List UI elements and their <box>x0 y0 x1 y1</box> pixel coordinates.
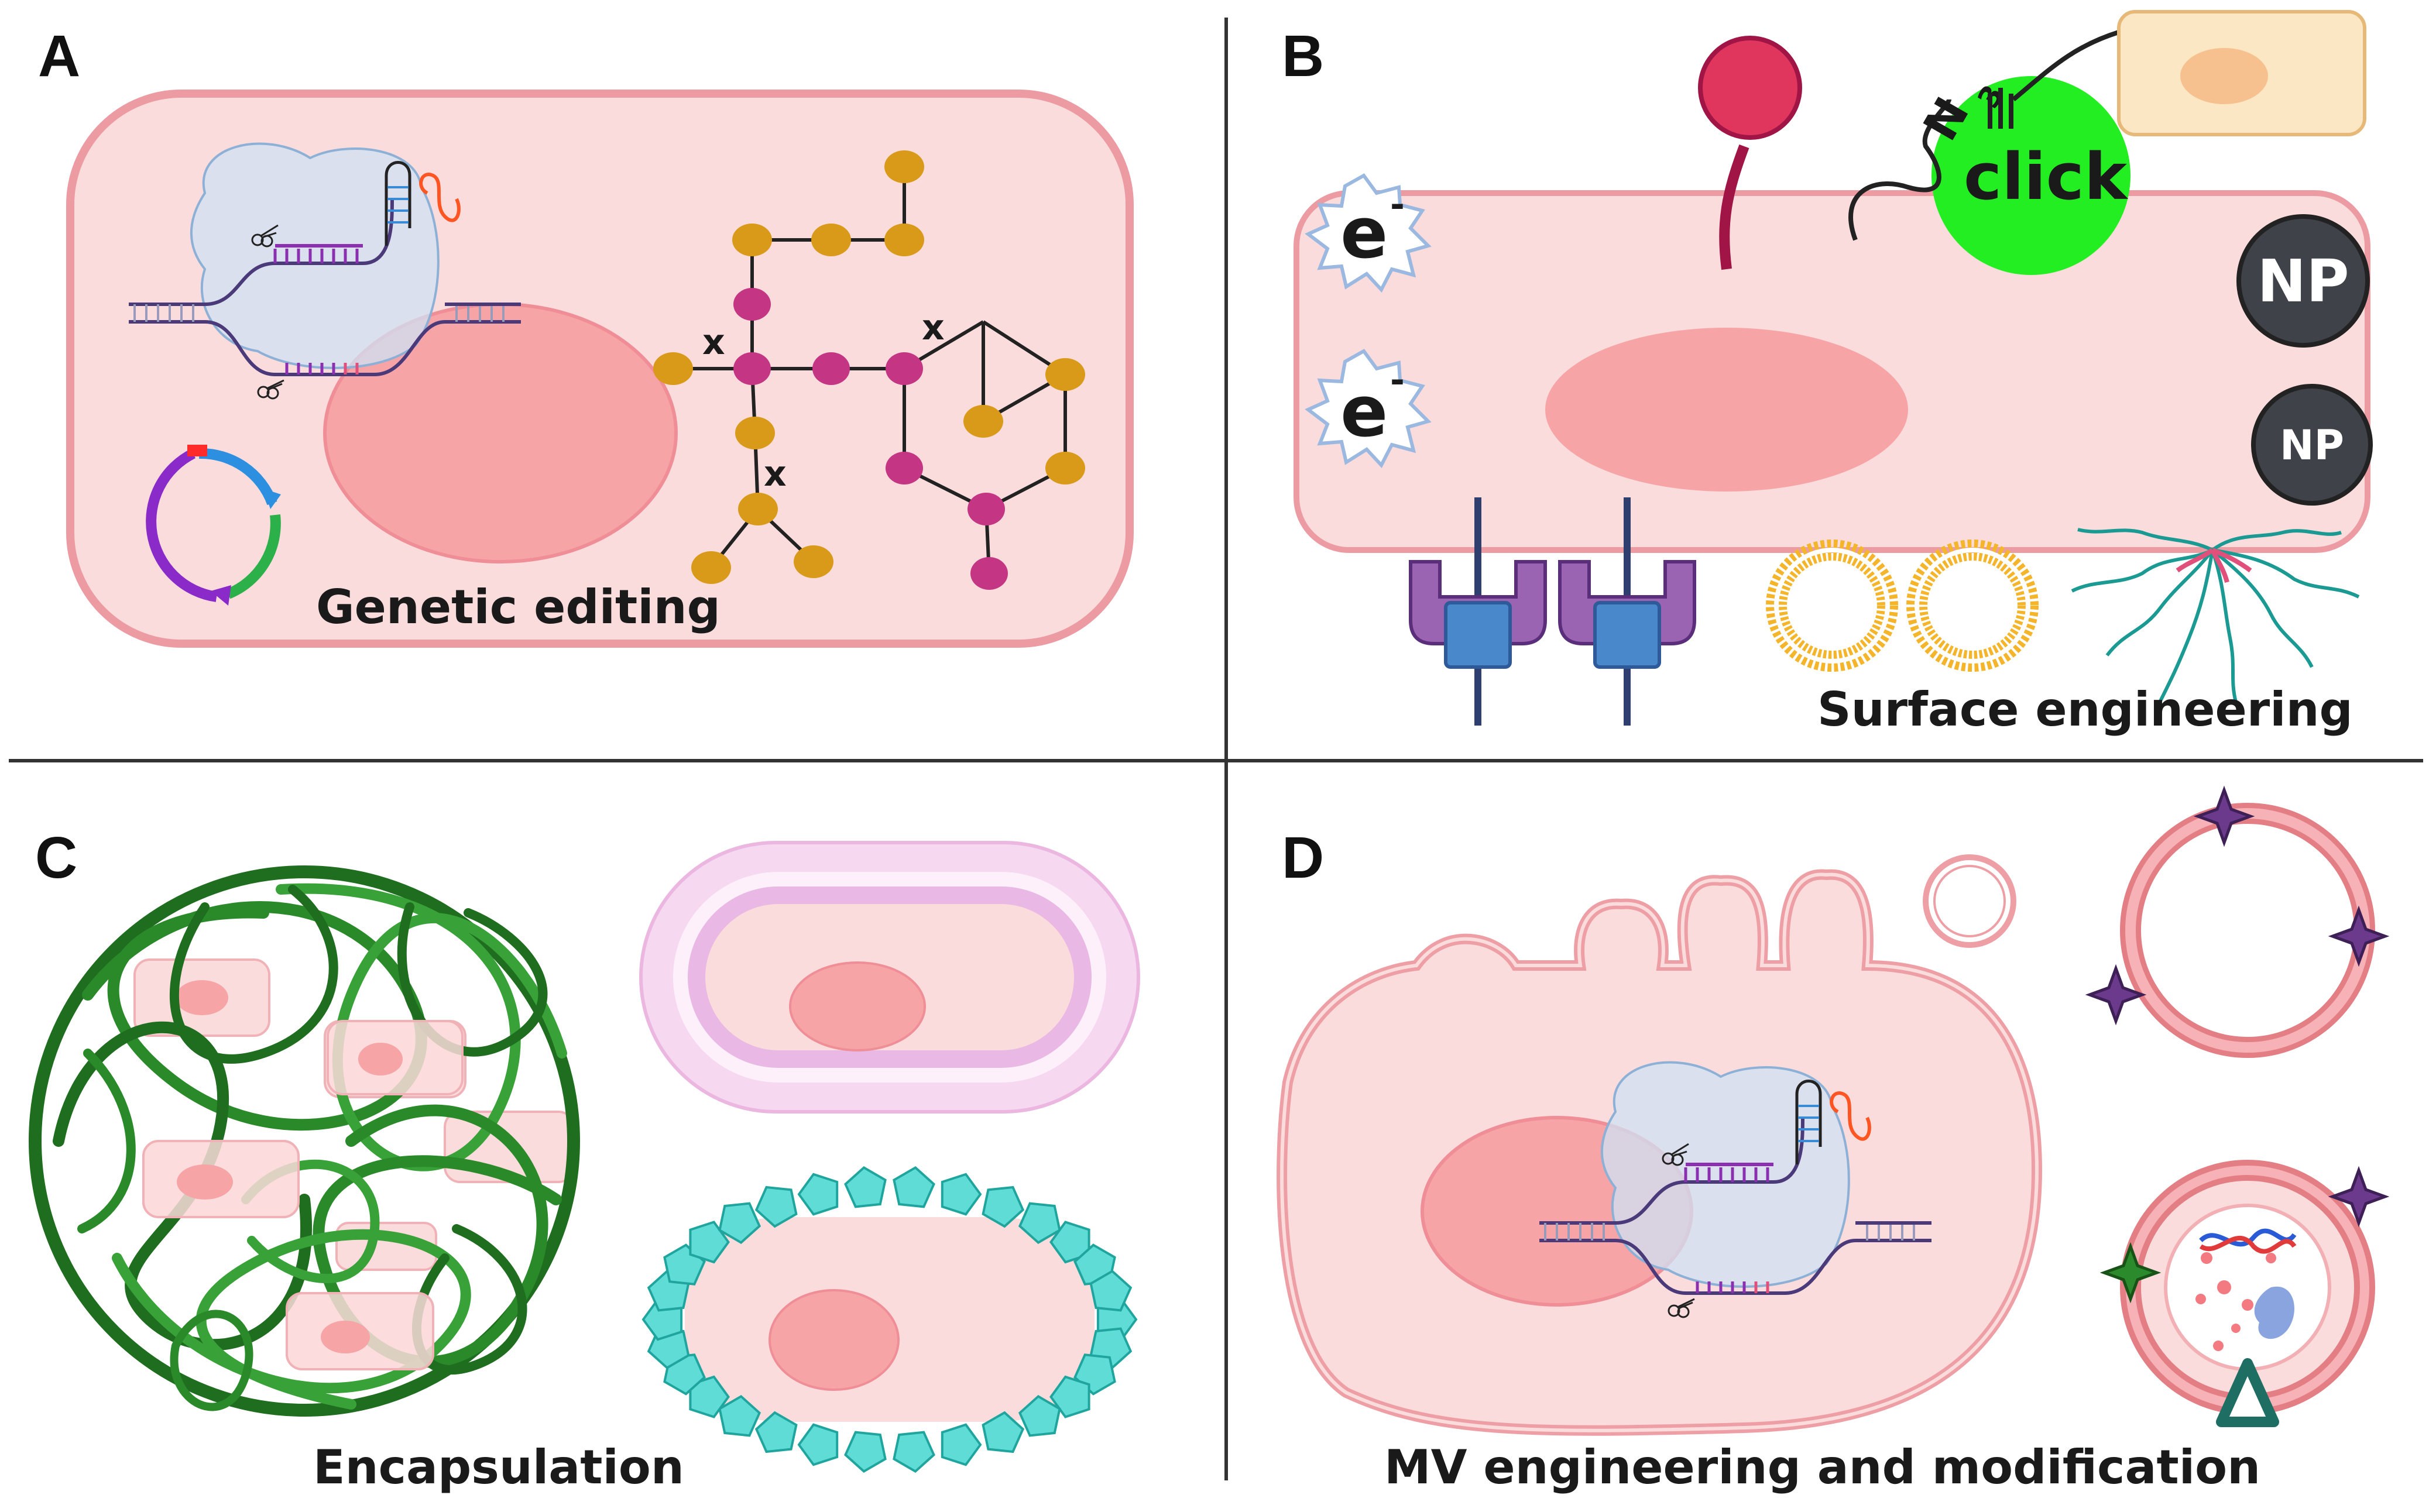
liposome-1-inner <box>1774 548 1890 664</box>
shell-hexagon <box>1018 1394 1061 1437</box>
click-linker <box>1848 98 1951 241</box>
shell-hexagon <box>982 1411 1025 1453</box>
mod-mark-3: x <box>922 307 945 348</box>
mod-mark-2: x <box>764 453 787 494</box>
click-bead <box>1931 76 2130 275</box>
shell-hexagon <box>941 1423 982 1466</box>
panel-a-letter: A <box>38 23 80 89</box>
receptor-icon <box>1558 497 1696 726</box>
ligand-head <box>1698 36 1802 140</box>
star-ligand-icon <box>2198 790 2250 843</box>
caption-d: MV engineering and modification <box>1384 1440 2260 1494</box>
shell-hexagon <box>689 1221 730 1264</box>
np-label-1: NP <box>2258 247 2349 315</box>
np-label-2: NP <box>2280 421 2344 469</box>
shell-hexagon <box>754 1411 798 1453</box>
hexagon-shell <box>641 1166 1138 1473</box>
panel-b-letter: B <box>1282 23 1324 89</box>
caption-a: Genetic editing <box>316 580 721 634</box>
target-cell-nucleus <box>2180 48 2268 104</box>
svg-text:e: e <box>1340 372 1388 453</box>
click-linker-2 <box>2012 30 2120 102</box>
shell-hexagon <box>941 1173 982 1216</box>
shell-hexagon <box>797 1423 839 1466</box>
alkyne-triple-bond <box>1988 88 2013 129</box>
panel-c-letter: C <box>35 825 77 891</box>
triangle-icon <box>2216 1358 2279 1427</box>
nucleus-b <box>1545 328 1908 492</box>
caption-b: Surface engineering <box>1817 682 2353 737</box>
electron-burst-1: e - <box>1305 173 1432 293</box>
shell-hexagon <box>797 1173 839 1216</box>
shell-hexagon <box>844 1431 887 1473</box>
budding-cell-inner <box>1280 872 2039 1432</box>
shell-nucleus <box>769 1289 900 1391</box>
monomer-nodes <box>653 150 1085 590</box>
hydrogel-fibers <box>29 865 580 1417</box>
cargo-particles <box>2195 1252 2287 1351</box>
cargo-protein <box>2254 1286 2294 1339</box>
shell-hexagon <box>1018 1202 1061 1245</box>
panel-d-letter: D <box>1282 825 1324 891</box>
plasmid-icon <box>146 445 281 606</box>
caption-c: Encapsulation <box>313 1440 684 1494</box>
shell-hexagon <box>1089 1269 1133 1312</box>
shell-hexagon <box>718 1394 761 1437</box>
shell-hexagon <box>982 1185 1025 1228</box>
shell-hexagon <box>844 1166 887 1208</box>
panel-b: B N 3 click e - e - <box>1282 10 2373 737</box>
shell-hexagon <box>1049 1375 1090 1418</box>
shell-hexagon <box>893 1431 935 1473</box>
shell-hexagon <box>754 1185 798 1228</box>
svg-text:-: - <box>1390 184 1405 225</box>
panel-c: C <box>29 825 1140 1494</box>
star-ligand-icon <box>2332 910 2385 963</box>
panel-d: D MV engineering and modification <box>1277 790 2385 1494</box>
cargo-nucleic-acid <box>2199 1228 2297 1247</box>
electron-burst-2: e - <box>1305 349 1432 469</box>
liposome-2-inner <box>1915 548 2030 664</box>
shell-hexagon <box>718 1202 761 1245</box>
click-label: click <box>1964 139 2129 214</box>
polymer-brush <box>2071 528 2360 703</box>
svg-text:-: - <box>1390 360 1405 401</box>
panel-a: A <box>38 23 1134 648</box>
nanoparticle-1 <box>2236 214 2370 348</box>
ligand-stalk <box>1719 144 1749 270</box>
nanoparticle-2 <box>2251 384 2373 506</box>
layered-capsule-nucleus <box>789 961 926 1051</box>
receptor-icon <box>1409 497 1547 726</box>
svg-text:e: e <box>1340 193 1388 274</box>
mod-mark-1: x <box>702 322 725 363</box>
shell-hexagon <box>893 1166 935 1208</box>
